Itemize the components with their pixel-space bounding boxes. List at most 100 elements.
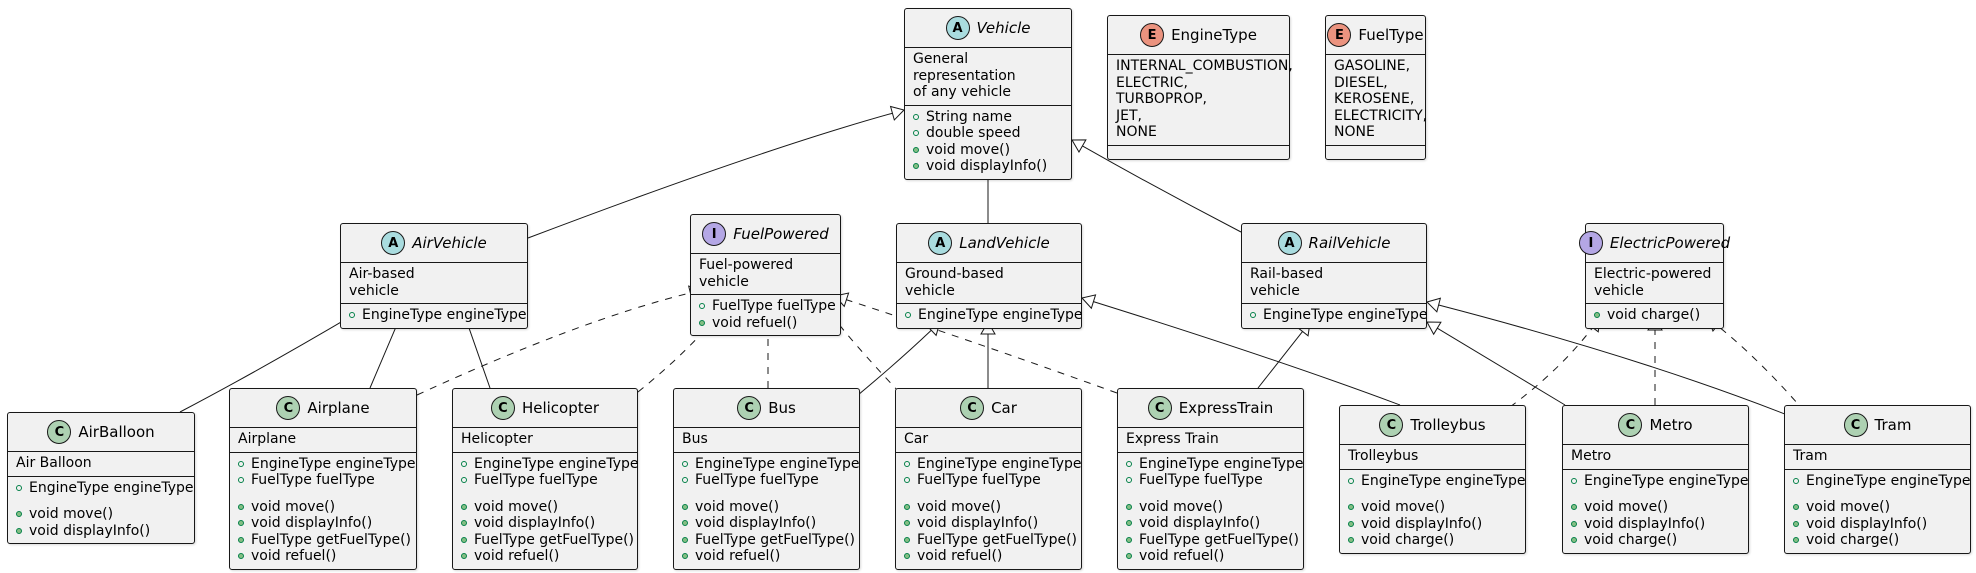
method-text: void displayInfo() bbox=[1361, 515, 1483, 532]
method-text: FuelType getFuelType() bbox=[474, 531, 635, 548]
public-method-icon bbox=[682, 503, 688, 510]
public-field-icon bbox=[699, 303, 705, 310]
description-line: of any vehicle bbox=[913, 84, 1011, 100]
method: void displayInfo() bbox=[1348, 516, 1517, 533]
field: EngineType engineType bbox=[682, 456, 860, 473]
class-name: Bus bbox=[768, 399, 796, 417]
enum-constant: TURBOPROP, bbox=[1116, 91, 1207, 107]
method-text: void move() bbox=[695, 498, 780, 515]
method-text: void move() bbox=[1139, 498, 1224, 515]
description-line: Air-based bbox=[349, 266, 415, 282]
field: EngineType engineType bbox=[1793, 473, 1971, 490]
method-text: void move() bbox=[474, 498, 559, 515]
generalization-edge bbox=[1437, 327, 1566, 406]
field-text: EngineType engineType bbox=[362, 307, 527, 323]
class-name: LandVehicle bbox=[959, 234, 1050, 252]
field: EngineType engineType bbox=[1250, 307, 1428, 324]
public-field-icon bbox=[905, 312, 911, 319]
public-field-icon bbox=[1348, 477, 1354, 484]
method-text: FuelType getFuelType() bbox=[251, 531, 412, 548]
method: void move() bbox=[1348, 499, 1517, 516]
description-line: Helicopter bbox=[461, 431, 533, 447]
class-description: Air Balloon bbox=[8, 451, 194, 476]
description-line: Electric-powered bbox=[1594, 266, 1712, 282]
method-text: void move() bbox=[251, 498, 336, 515]
public-method-icon bbox=[1594, 312, 1600, 319]
field: FuelType fuelType bbox=[904, 472, 1073, 489]
field-text: FuelType fuelType bbox=[1139, 472, 1263, 488]
public-method-icon bbox=[1793, 520, 1799, 527]
field-text: String name bbox=[926, 108, 1012, 125]
method: void refuel() bbox=[682, 548, 851, 565]
public-field-icon bbox=[682, 477, 688, 484]
public-method-icon bbox=[238, 536, 244, 543]
method-text: void charge() bbox=[1361, 532, 1455, 548]
public-method-icon bbox=[461, 553, 467, 560]
method: void charge() bbox=[1793, 532, 1962, 549]
public-method-icon bbox=[1126, 536, 1132, 543]
method: void move() bbox=[1126, 499, 1295, 516]
public-field-icon bbox=[238, 477, 244, 484]
enum-constant: NONE bbox=[1116, 124, 1157, 140]
abstract-badge-icon: A bbox=[381, 231, 406, 255]
field-text: EngineType engineType bbox=[1584, 472, 1749, 489]
public-field-icon bbox=[1250, 312, 1256, 319]
method: void move() bbox=[1793, 499, 1962, 516]
method: void refuel() bbox=[1126, 548, 1295, 565]
method: void refuel() bbox=[699, 315, 832, 332]
method-text: void move() bbox=[29, 506, 114, 522]
public-method-icon bbox=[682, 520, 688, 527]
method: void displayInfo() bbox=[913, 158, 1063, 175]
method: void displayInfo() bbox=[238, 515, 408, 532]
method-text: void refuel() bbox=[917, 548, 1003, 564]
description-line: vehicle bbox=[1594, 282, 1644, 299]
class-description: Helicopter bbox=[453, 427, 637, 452]
class-name: Helicopter bbox=[521, 399, 600, 417]
class-header: C Trolleybus bbox=[1340, 406, 1525, 444]
class-badge-icon: C bbox=[1379, 413, 1404, 437]
field-text: EngineType engineType bbox=[917, 455, 1082, 472]
class-name: Vehicle bbox=[976, 19, 1031, 37]
public-method-icon bbox=[1793, 504, 1799, 511]
method-text: void displayInfo() bbox=[917, 515, 1039, 531]
method: void move() bbox=[461, 499, 629, 516]
field-text: EngineType engineType bbox=[29, 479, 194, 496]
class-name: Trolleybus bbox=[1410, 416, 1486, 434]
class-description: Express Train bbox=[1118, 427, 1303, 452]
method-text: void refuel() bbox=[474, 548, 560, 564]
hollow-arrowhead-icon bbox=[1071, 139, 1087, 154]
method-text: void charge() bbox=[1584, 532, 1678, 548]
class-name: RailVehicle bbox=[1308, 234, 1391, 252]
